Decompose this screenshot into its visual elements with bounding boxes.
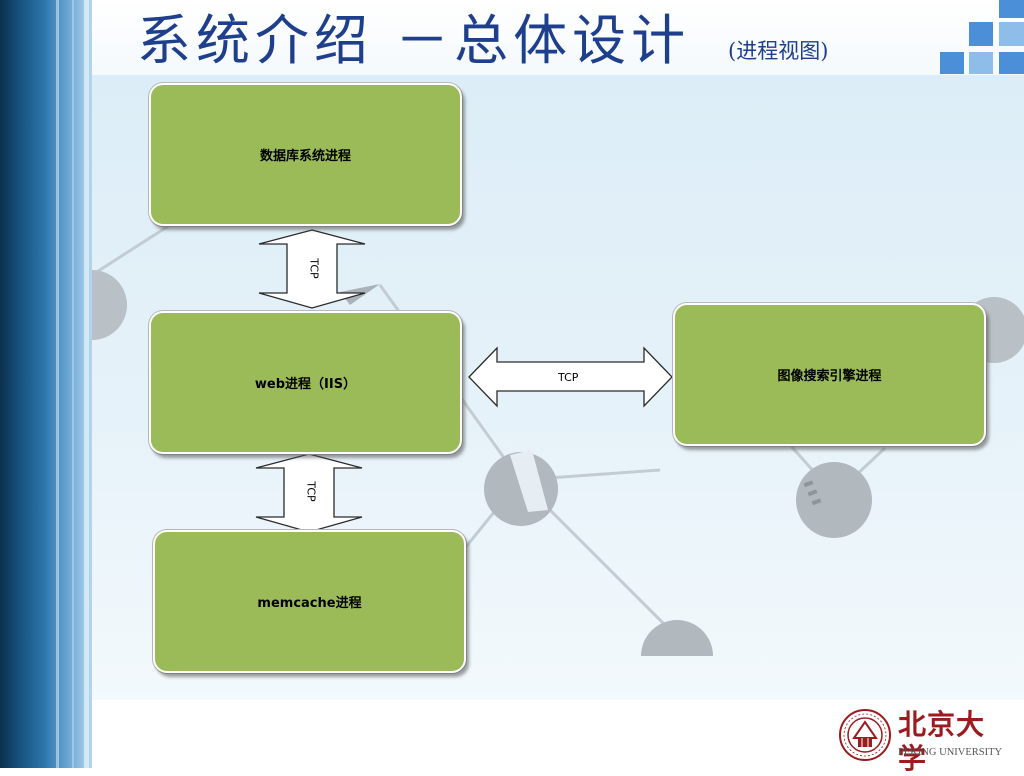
title-bar (92, 0, 1024, 75)
arrow-db-web (258, 229, 366, 309)
arrow-web-search (468, 346, 673, 408)
node-image-search-process: 图像搜索引擎进程 (673, 303, 986, 446)
deco-square (969, 22, 993, 46)
slide-title: 系统介绍 －总体设计 (137, 9, 691, 72)
deco-square (940, 52, 964, 74)
deco-square (969, 52, 993, 74)
sidebar-decoration (0, 0, 92, 768)
university-name-english: PEKING UNIVERSITY (898, 747, 1003, 758)
deco-square (999, 0, 1024, 18)
deco-square (999, 22, 1024, 46)
node-database-process: 数据库系统进程 (149, 83, 462, 226)
node-web-process: web进程（IIS） (149, 311, 462, 454)
node-memcache-process: memcache进程 (153, 530, 466, 673)
slide-subtitle: (进程视图) (728, 39, 829, 63)
edge-label-web-search: TCP (558, 371, 579, 384)
deco-square (999, 52, 1024, 74)
peking-university-logo: 北京大学 PEKING UNIVERSITY (838, 708, 1008, 775)
edge-label-db-web: TCP (307, 258, 321, 279)
edge-label-web-memcache: TCP (304, 481, 318, 502)
university-name-chinese: 北京大学 (898, 708, 986, 775)
university-seal-icon (839, 709, 891, 761)
